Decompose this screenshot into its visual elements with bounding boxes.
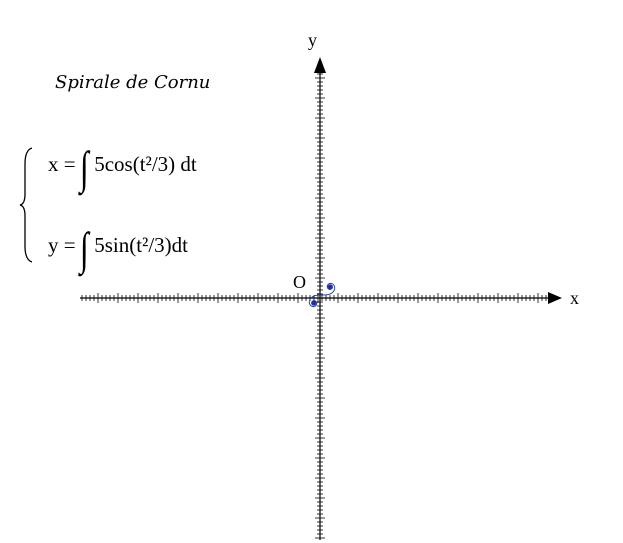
equation-y-rhs: 5sin(t²/3)dt — [94, 233, 188, 257]
y-axis-arrow-icon — [314, 57, 326, 73]
equation-brace — [19, 147, 33, 263]
equation-x-lhs: x = — [48, 152, 76, 176]
x-axis-label: x — [570, 288, 579, 308]
x-axis-arrow-icon — [548, 292, 562, 304]
equation-y-lhs: y = — [48, 233, 76, 257]
axis-ticks — [81, 73, 547, 539]
y-axis-label: y — [308, 30, 317, 50]
cornu-spiral-curve — [308, 282, 336, 308]
diagram-title: Spirale de Cornu — [55, 72, 211, 93]
equation-x: x =∫5cos(t²/3) dt — [48, 142, 197, 193]
equation-x-rhs: 5cos(t²/3) dt — [94, 152, 197, 176]
origin-label: O — [293, 272, 306, 292]
equation-y: y =∫5sin(t²/3)dt — [48, 223, 188, 274]
